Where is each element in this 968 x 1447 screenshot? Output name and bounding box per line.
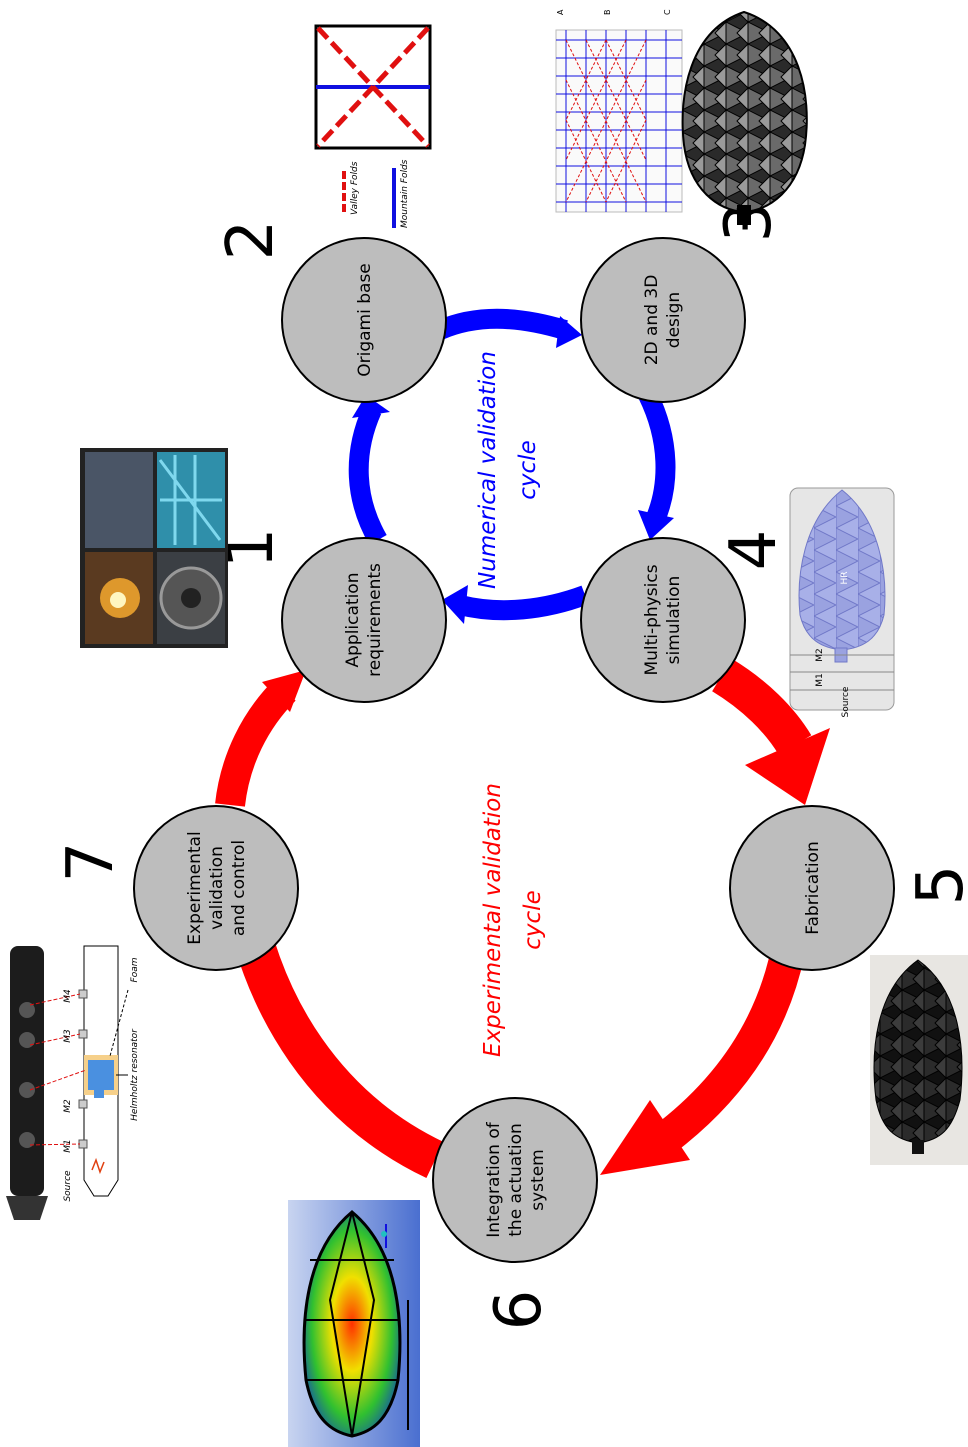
node-5-line1: Fabrication <box>803 841 823 934</box>
exp-label-source: Source <box>63 1170 73 1202</box>
numerical-label-line2: cycle <box>515 440 541 499</box>
arrow-4-to-1-head <box>442 585 468 624</box>
origami-3d-model <box>681 10 808 225</box>
node-7-line3: and control <box>229 840 249 936</box>
arrow-2-to-3-head <box>556 316 582 348</box>
arrow-3-to-4-head <box>638 510 674 540</box>
step-number-2: 2 <box>214 220 288 261</box>
experimental-label-line1: Experimental validation <box>480 783 506 1057</box>
fabricated-prototype <box>870 955 968 1165</box>
node-6-circle <box>432 1097 598 1263</box>
node-4-line1: Multi-physics <box>642 564 662 675</box>
node-3: 2D and 3D design <box>580 237 746 403</box>
sim-label-m2: M2 <box>815 648 825 662</box>
experimental-label-line2: cycle <box>520 890 546 949</box>
node-1-line1: Application <box>343 573 363 668</box>
node-2-line1: Origami base <box>355 263 375 377</box>
node-6: Integration of the actuation system <box>432 1097 598 1263</box>
arrow-4-to-5-head <box>745 728 830 805</box>
numerical-label-line1: Numerical validation <box>475 351 501 589</box>
exp-label-foam: Foam <box>130 957 140 982</box>
exp-label-resonator: Helmholtz resonator <box>130 1028 140 1121</box>
node-7-circle <box>133 805 299 971</box>
helmholtz-resonator-box <box>88 1060 114 1090</box>
exp-label-m1: M1 <box>63 1139 73 1153</box>
crease-label-c: C <box>663 9 672 15</box>
sim-label-hr: HR <box>840 571 850 584</box>
node-5-circle <box>729 805 895 971</box>
origami-3d-body <box>681 10 808 214</box>
node-6-line2: the actuation <box>506 1123 526 1237</box>
step-numbers: 1 2 3 4 5 6 7 <box>54 202 968 1331</box>
node-6-line1: Integration of <box>484 1121 504 1237</box>
sim-label-m1: M1 <box>815 673 825 687</box>
node-1-circle <box>281 537 447 703</box>
arrow-7-to-1-head <box>262 670 306 712</box>
node-4-line2: simulation <box>664 576 684 665</box>
step-number-6: 6 <box>482 1290 556 1331</box>
arrow-4-to-1 <box>457 585 589 621</box>
arrow-5-to-6-head <box>600 1100 690 1175</box>
crease-pattern: A B C <box>555 9 683 213</box>
actuation-simulation <box>288 1200 420 1447</box>
numerical-cycle-label: Numerical validation cycle <box>475 351 541 589</box>
valley-legend-label: Valley Folds <box>350 161 360 215</box>
exp-label-m2: M2 <box>63 1099 73 1113</box>
step-number-4: 4 <box>717 530 791 571</box>
node-3-circle <box>580 237 746 403</box>
setup-photo-tube <box>10 946 44 1196</box>
mountain-legend-label: Mountain Folds <box>400 159 410 228</box>
node-4-circle <box>580 537 746 703</box>
fold-pattern: Valley Folds Mountain Folds <box>314 24 432 228</box>
node-3-line2: design <box>664 292 684 348</box>
node-2: Origami base <box>281 237 447 403</box>
node-4: Multi-physics simulation <box>580 537 746 703</box>
node-7-line2: validation <box>207 846 227 930</box>
photo-workers <box>85 452 153 548</box>
crease-grid-bg <box>555 29 683 213</box>
crease-label-a: A <box>556 9 565 15</box>
arrow-4-to-5 <box>711 658 812 756</box>
arrow-7-to-1 <box>215 679 296 807</box>
node-7: Experimental validation and control <box>133 805 299 971</box>
node-1-line2: requirements <box>365 563 385 677</box>
node-6-line3: system <box>528 1149 548 1210</box>
experimental-cycle-label: Experimental validation cycle <box>480 783 546 1057</box>
arrow-3-to-4 <box>638 390 676 524</box>
numerical-cycle-arrows <box>348 308 676 624</box>
experimental-setup: M4 M3 M2 M1 Source Helmholtz resonator F… <box>6 945 140 1220</box>
node-7-line1: Experimental <box>185 831 205 944</box>
arrow-1-to-2-head <box>352 395 390 418</box>
origami-3d-neck <box>737 205 751 225</box>
valley-fold-line-2 <box>316 26 430 148</box>
crease-label-b: B <box>603 10 612 16</box>
arrow-1-to-2 <box>348 405 387 545</box>
node-2-circle <box>281 237 447 403</box>
exp-label-m4: M4 <box>63 989 73 1003</box>
arrow-2-to-3 <box>436 308 568 340</box>
node-3-line1: 2D and 3D <box>642 275 662 366</box>
step-number-7: 7 <box>54 842 128 883</box>
sim-label-source: Source <box>841 686 851 717</box>
step-number-5: 5 <box>904 865 968 906</box>
application-photos <box>80 448 228 648</box>
exp-label-m3: M3 <box>63 1029 73 1043</box>
node-1: Application requirements <box>281 537 447 703</box>
simulation-model: HR M2 M1 Source <box>789 487 895 717</box>
node-5: Fabrication <box>729 805 895 971</box>
